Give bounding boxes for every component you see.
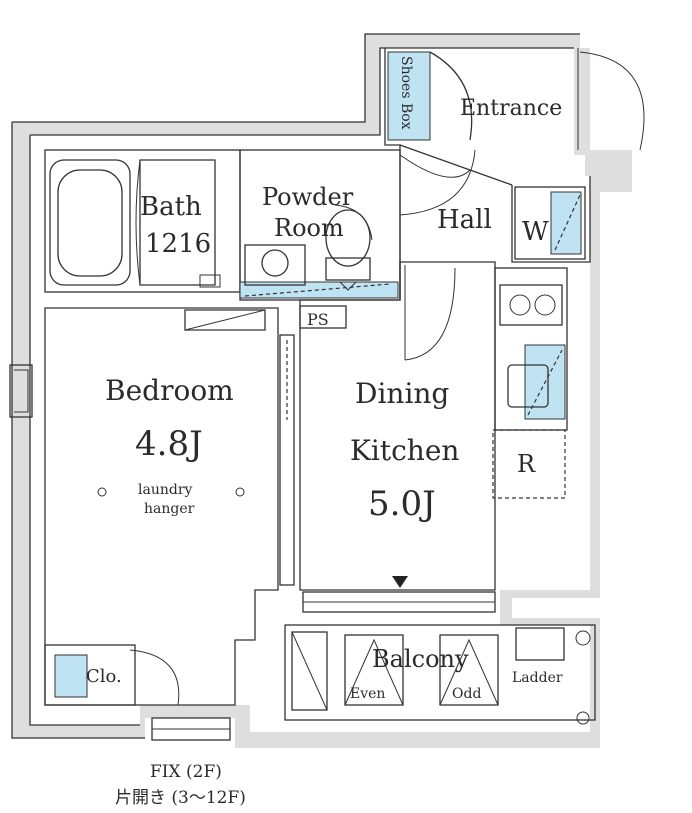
stove [499,284,563,326]
odd-label: Odd [452,686,481,702]
exterior-walls [11,33,632,748]
balcony-label: Balcony [372,645,469,673]
dining-kitchen [299,261,568,613]
balcony [284,624,596,725]
entrance-label: Entrance [460,96,562,121]
dk-size-label: 5.0J [368,484,436,524]
powder-room [239,149,401,301]
washer-box [514,186,586,260]
ladder-label: Ladder [512,670,563,686]
fix-note: FIX (2F) [150,762,222,782]
dining-label: Dining [355,377,449,410]
hall-label: Hall [437,205,492,235]
hanger-hook-right-icon [235,487,245,497]
powder-room-label-2: Room [274,214,344,242]
laundry-label-2: hanger [144,501,195,517]
refrigerator-space [492,429,566,499]
closet-label: Clo. [86,666,122,687]
open-note: 片開き (3〜12F) [115,788,246,808]
ladder-hatch [515,627,565,661]
hanger-hook-left-icon [97,487,107,497]
shoes-box-label: Shoes Box [398,56,414,130]
hatch-odd [439,634,499,706]
down-arrow-icon [392,576,408,588]
ps-label: PS [307,310,329,329]
bedroom-label: Bedroom [105,374,234,407]
washer-label: W [522,217,549,247]
shoes-box [387,51,431,141]
kitchen-label: Kitchen [350,434,459,467]
bath-room [44,149,241,293]
bath-size-label: 1216 [145,229,211,259]
powder-room-label-1: Powder [262,183,354,211]
entrance-area [384,48,645,300]
even-label: Even [350,686,385,702]
hatch-even [344,634,404,706]
bath-label: Bath [140,192,202,222]
bedroom-size-label: 4.8J [135,424,203,464]
laundry-label-1: laundry [138,482,193,498]
closet [44,644,180,706]
refrigerator-label: R [517,450,536,478]
